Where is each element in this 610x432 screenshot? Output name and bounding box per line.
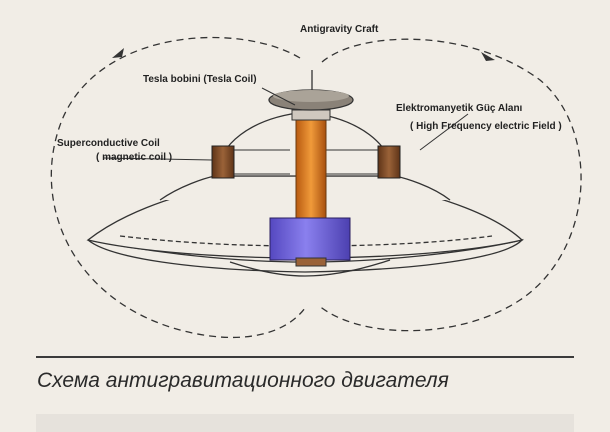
field-arrows — [112, 48, 495, 61]
coil-left — [211, 145, 235, 179]
tesla-base-neck — [291, 109, 331, 121]
field-loop-left — [50, 36, 306, 339]
coil-right — [377, 145, 401, 179]
em-field-label-tr: Elektromanyetik Güç Alanı — [396, 103, 523, 114]
em-field-label-en: ( High Frequency electric Field ) — [410, 121, 562, 132]
arrow-right-icon — [481, 52, 495, 61]
diagram-title: Antigravity Craft — [300, 24, 379, 35]
arrow-left-icon — [112, 48, 124, 58]
superconductive-coil-label: Superconductive Coil — [57, 138, 160, 149]
field-loop-right — [317, 38, 582, 332]
tesla-rod — [295, 115, 327, 221]
superconductive-coils — [211, 145, 401, 179]
magnetic-coil-label: ( magnetic coil ) — [96, 152, 173, 163]
caption: Схема антигравитационного двигателя — [37, 369, 449, 392]
leader-lines — [103, 87, 469, 161]
tesla-coil-label: Tesla bobini (Tesla Coil) — [143, 74, 257, 85]
caption-divider — [36, 356, 574, 358]
bottom-band — [36, 414, 574, 432]
bottom-curve — [229, 259, 391, 277]
base-block-rect — [269, 217, 351, 261]
base-block — [269, 217, 351, 267]
antigravity-diagram — [50, 36, 582, 339]
field-lines — [50, 36, 582, 339]
